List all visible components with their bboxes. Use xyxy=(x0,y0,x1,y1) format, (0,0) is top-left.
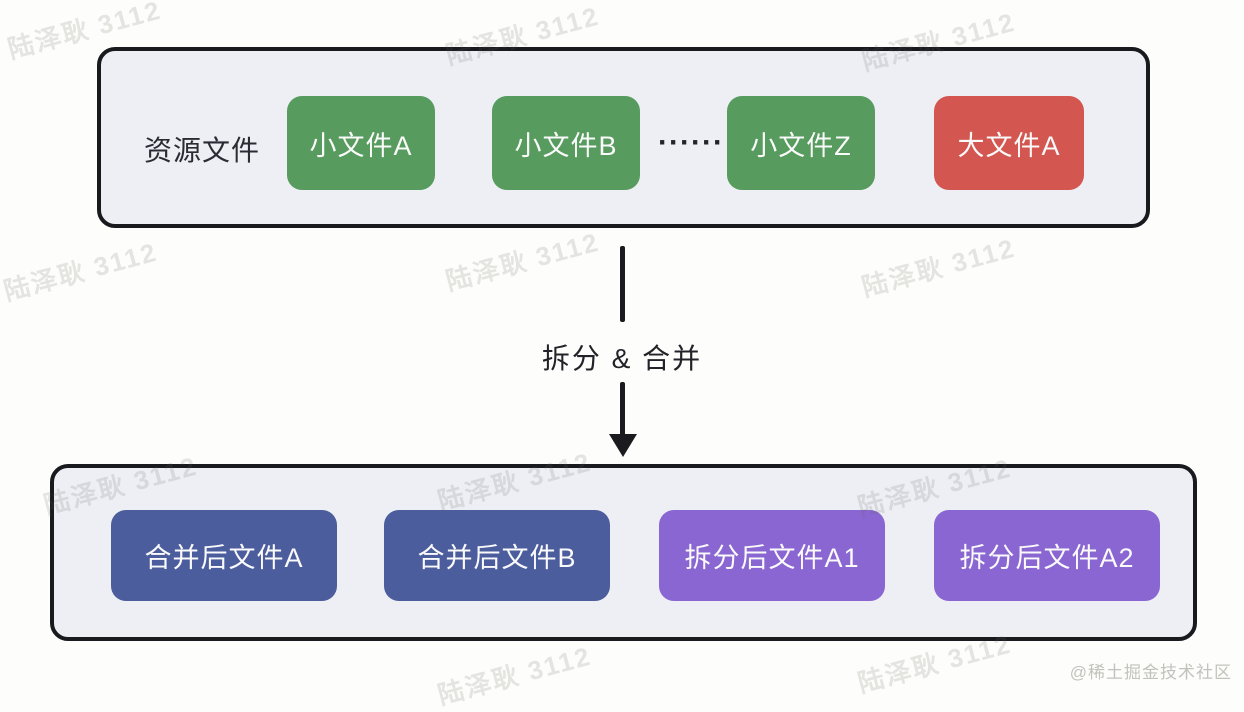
node-small-file-a: 小文件A xyxy=(287,96,435,190)
arrow-line-lower xyxy=(620,382,625,436)
node-small-file-z: 小文件Z xyxy=(727,96,875,190)
node-split-file-a1: 拆分后文件A1 xyxy=(659,510,885,601)
arrow-label: 拆分 & 合并 xyxy=(541,343,703,374)
credit-watermark: @稀土掘金技术社区 xyxy=(1069,663,1232,682)
watermark-text: 陆泽耿 3112 xyxy=(434,640,595,711)
watermark-text: 陆泽耿 3112 xyxy=(442,226,603,297)
node-merged-file-b: 合并后文件B xyxy=(384,510,610,601)
node-small-file-b: 小文件B xyxy=(492,96,640,190)
result-files-group: 合并后文件A 合并后文件B 拆分后文件A1 拆分后文件A2 xyxy=(50,464,1197,641)
node-big-file-a: 大文件A xyxy=(934,96,1084,190)
node-split-file-a2: 拆分后文件A2 xyxy=(934,510,1160,601)
watermark-text: 陆泽耿 3112 xyxy=(858,232,1019,303)
arrow-line-upper xyxy=(620,246,625,322)
node-merged-file-a: 合并后文件A xyxy=(111,510,337,601)
source-files-group: 资源文件 小文件A 小文件B ······ 小文件Z 大文件A xyxy=(97,47,1150,228)
source-files-group-label: 资源文件 xyxy=(144,135,261,166)
ellipsis-dots: ······ xyxy=(658,126,724,159)
arrow-head-icon xyxy=(609,434,637,457)
watermark-text: 陆泽耿 3112 xyxy=(0,236,161,307)
